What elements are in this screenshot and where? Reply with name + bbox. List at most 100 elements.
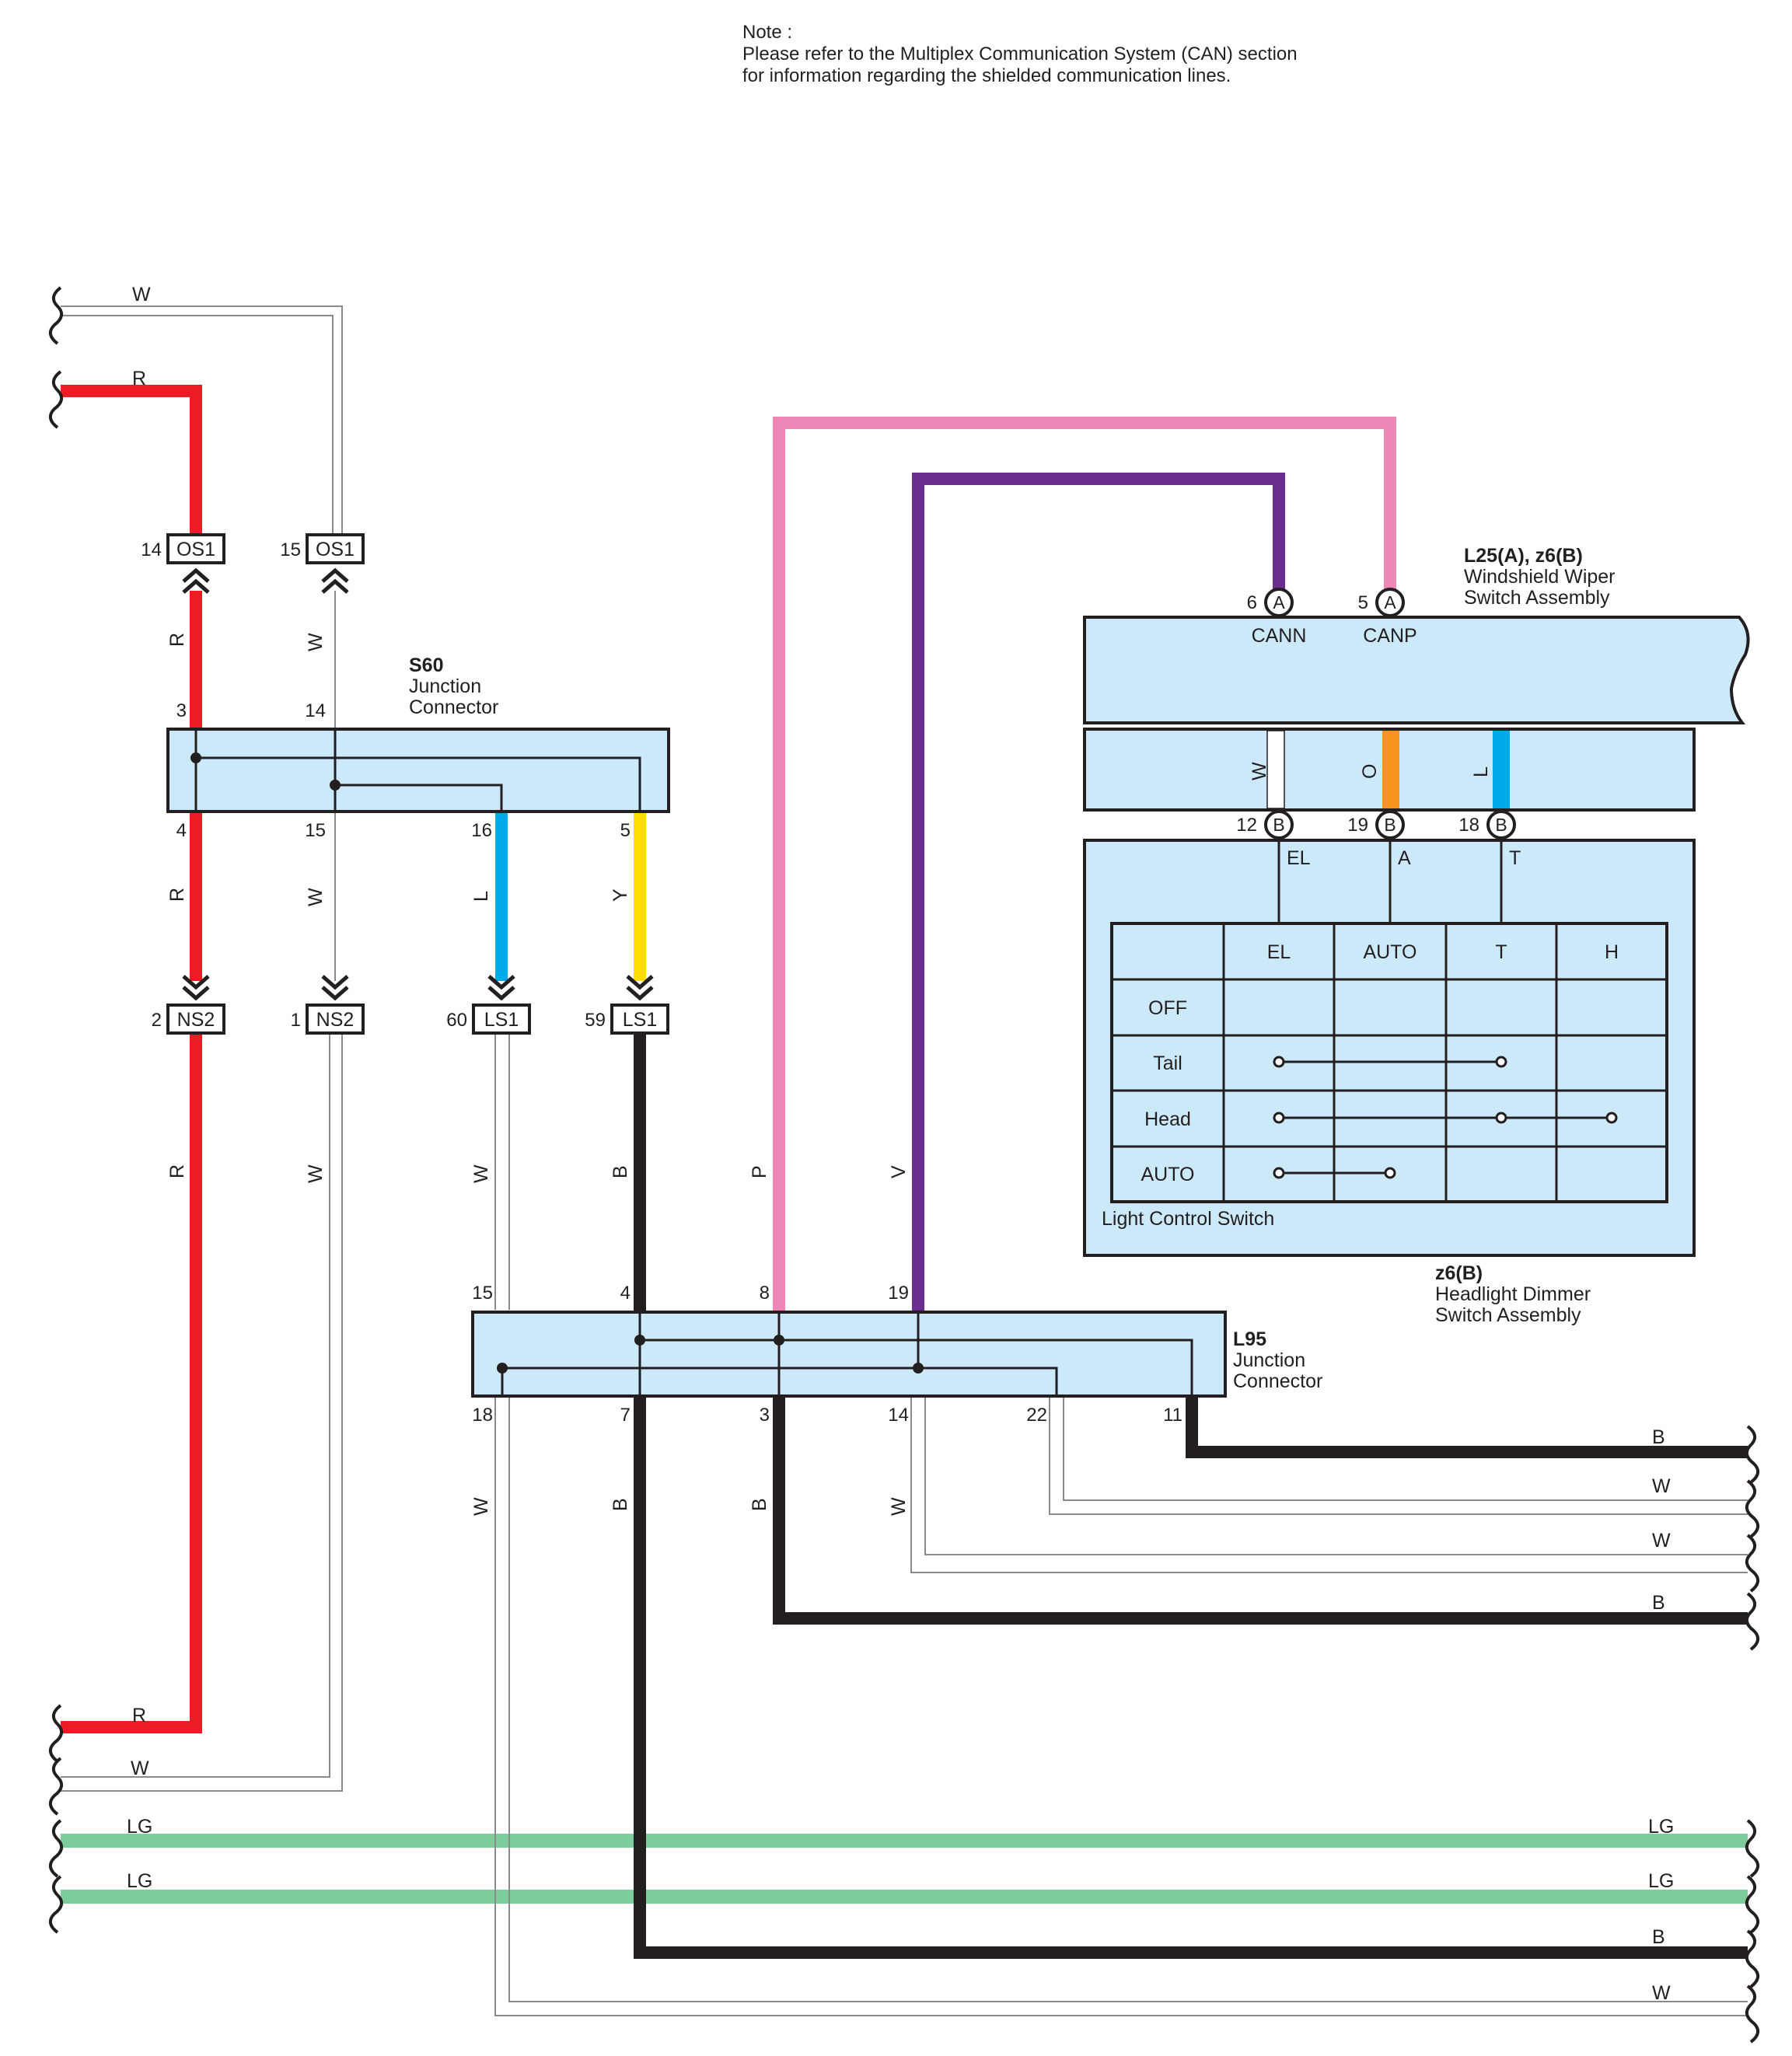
wire-label-w-switch: W	[1249, 762, 1270, 780]
l95-code: L95	[1233, 1328, 1266, 1350]
s60-pin-16: 16	[471, 820, 492, 841]
pin-circle-b19: B	[1375, 810, 1405, 840]
wire-color-labels-horizontal: W R R W LG LG B W W B LG LG B W	[127, 284, 1674, 2004]
break-right-5	[1745, 1819, 1760, 1878]
break-right-7	[1745, 1929, 1760, 1988]
wire-w-l95-14-b	[924, 1398, 1748, 1555]
connector-ns2-1: NS2 1	[291, 975, 365, 1035]
term-a: A	[1398, 847, 1411, 869]
wire-color-labels-vertical: R W R W L Y R W W B P V W B B W W O L	[166, 633, 1492, 1516]
wire-label-o-switch: O	[1359, 764, 1381, 779]
break-left-3	[48, 1704, 64, 1763]
note-title: Note :	[742, 22, 793, 43]
pin-circle-cann: A	[1264, 588, 1294, 617]
wire-label-w-r8: W	[1652, 1982, 1671, 2004]
break-left-6	[48, 1875, 64, 1934]
svg-text:NS2: NS2	[316, 1009, 355, 1031]
wire-label-l-v: L	[470, 891, 492, 902]
svg-text:15: 15	[280, 539, 301, 560]
wire-label-b-r4: B	[1652, 1592, 1665, 1614]
wire-label-w-v1: W	[305, 633, 327, 651]
table-row-tail: Tail	[1153, 1052, 1182, 1074]
break-left-2	[48, 370, 64, 429]
wire-label-b-v3: B	[749, 1498, 770, 1511]
pin-circles: A A B B B	[1264, 588, 1516, 840]
wire-label-b-v2: B	[610, 1498, 631, 1511]
wire-label-r-v3: R	[166, 1164, 188, 1178]
wire-label-w-v5: W	[470, 1497, 492, 1516]
canp-label: CANP	[1363, 625, 1416, 647]
l95-pin-18: 18	[472, 1405, 493, 1426]
wire-w-l95-18-b	[508, 1398, 1748, 2002]
svg-text:B: B	[1384, 815, 1396, 835]
table-header-t: T	[1495, 941, 1507, 963]
wire-label-v-v: V	[888, 1165, 910, 1178]
wire-label-w-v2: W	[305, 888, 327, 906]
l95-junction-connector	[471, 1311, 1227, 1398]
wiper-switch-assembly	[1083, 616, 1750, 1257]
dimmer-code: z6(B)	[1435, 1262, 1483, 1284]
connector-ls1-59: LS1 59	[585, 975, 669, 1035]
wire-label-w-v6: W	[888, 1497, 910, 1516]
wire-label-y-v: Y	[610, 888, 631, 902]
component-labels: S60 Junction Connector L95 Junction Conn…	[409, 545, 1619, 1392]
pin-circle-b18: B	[1486, 810, 1516, 840]
break-right-3	[1745, 1534, 1760, 1593]
table-header-el: EL	[1267, 941, 1291, 963]
wire-label-w-v3: W	[305, 1164, 327, 1183]
wire-r-bottom	[61, 1034, 202, 1733]
dimmer-line2: Switch Assembly	[1435, 1304, 1581, 1326]
s60-pin-5: 5	[620, 820, 631, 841]
svg-text:B: B	[1495, 815, 1507, 835]
s60-code: S60	[409, 654, 443, 676]
svg-text:2: 2	[152, 1010, 162, 1031]
connector-os1-14: OS1 14	[141, 533, 225, 594]
wire-w-top	[61, 305, 343, 536]
l95-pin-8: 8	[760, 1283, 770, 1304]
table-header-h: H	[1605, 941, 1619, 963]
note-line-2: for information regarding the shielded c…	[742, 65, 1231, 86]
l95-pin-3: 3	[760, 1405, 770, 1426]
connector-ls1-60: LS1 60	[446, 975, 531, 1035]
break-left-4	[48, 1757, 64, 1816]
connector-ns2-2: NS2 2	[152, 975, 225, 1035]
l95-line2: Connector	[1233, 1370, 1322, 1392]
table-row-off: OFF	[1148, 997, 1187, 1019]
s60-junction-connector	[166, 728, 670, 813]
junction-pin-numbers: 3 14 4 15 16 5 15 4 8 19 18 7 3 14 22 11	[176, 700, 1182, 1426]
term-el: EL	[1287, 847, 1311, 869]
pin-b18: 18	[1458, 815, 1479, 836]
wire-w-l95-22-b	[1063, 1398, 1748, 1501]
break-right-2	[1745, 1479, 1760, 1538]
note: Note : Please refer to the Multiplex Com…	[742, 22, 1298, 87]
wire-w-ns2-bottom	[61, 1034, 330, 1778]
wire-w-l95-22	[1049, 1398, 1748, 1515]
wire-label-lg-left-2: LG	[127, 1870, 152, 1892]
l95-pin-15: 15	[472, 1283, 493, 1304]
break-right-1	[1745, 1425, 1760, 1484]
term-t: T	[1509, 847, 1521, 869]
svg-text:LS1: LS1	[484, 1009, 519, 1031]
wire-label-w-top: W	[132, 284, 151, 305]
pin-circle-b12: B	[1264, 810, 1294, 840]
wire-v-cann	[912, 473, 1285, 1312]
l95-pin-11: 11	[1163, 1405, 1182, 1426]
dimmer-line1: Headlight Dimmer	[1435, 1283, 1591, 1305]
s60-pin-14: 14	[305, 700, 326, 721]
wire-label-lg-left-1: LG	[127, 1816, 152, 1838]
wire-label-w-bottom: W	[131, 1758, 149, 1779]
wire-label-p-v: P	[749, 1165, 770, 1178]
pin-b12: 12	[1236, 815, 1257, 836]
l95-line1: Junction	[1233, 1349, 1305, 1371]
table-header-auto: AUTO	[1364, 941, 1417, 963]
pin-circle-canp: A	[1375, 588, 1405, 617]
wire-w-l95-14	[910, 1398, 1748, 1573]
break-left-1	[48, 286, 64, 345]
wire-b-l95-3	[773, 1398, 1748, 1625]
wire-label-b-v1: B	[610, 1165, 631, 1178]
wire-label-w-r2: W	[1652, 1475, 1671, 1497]
wiper-code: L25(A), z6(B)	[1464, 545, 1583, 567]
svg-text:LS1: LS1	[623, 1009, 657, 1031]
pin-canp: 5	[1358, 592, 1368, 613]
